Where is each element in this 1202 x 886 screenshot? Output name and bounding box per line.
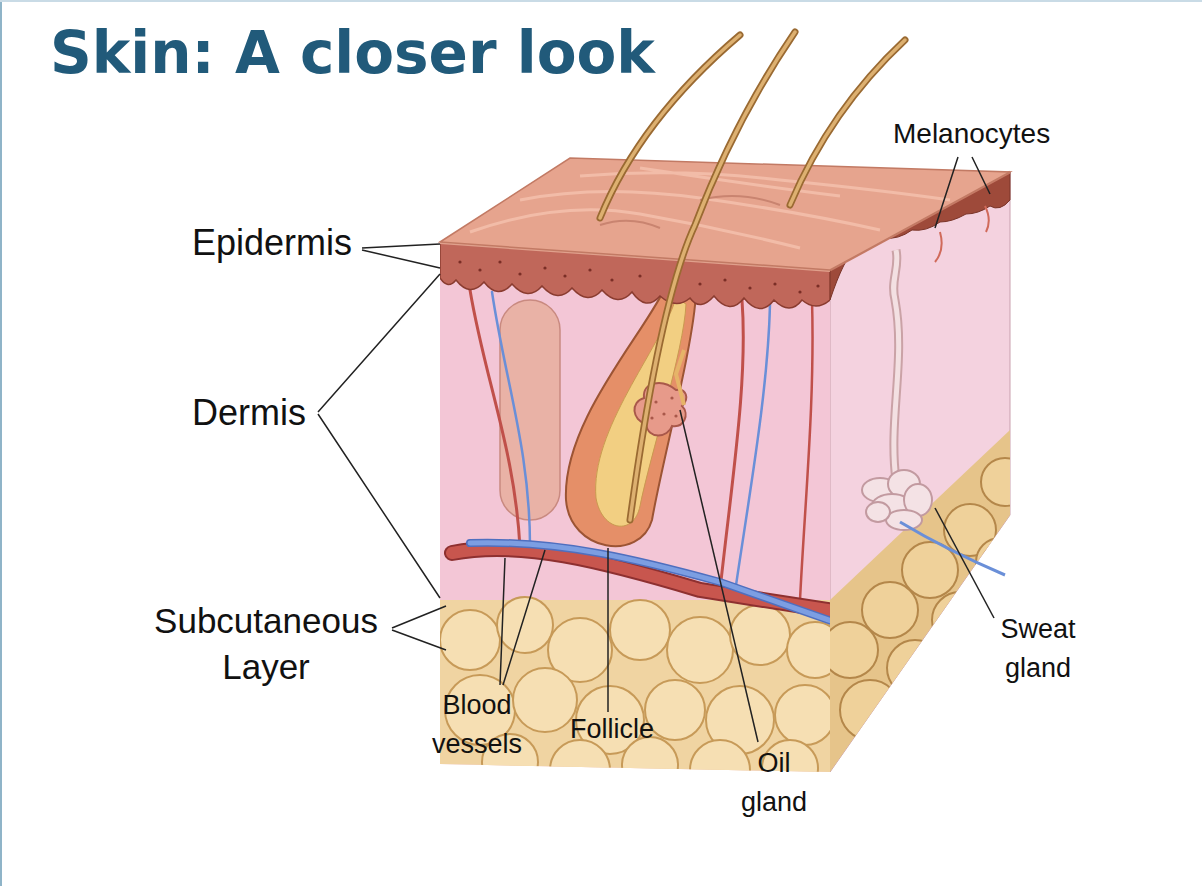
epidermis-front xyxy=(588,268,591,271)
epidermis-front xyxy=(816,284,819,287)
sweat-gland xyxy=(894,250,899,480)
part-label: Melanocytes xyxy=(893,118,1050,150)
epidermis-front xyxy=(748,286,751,289)
skin-right-face xyxy=(932,592,988,648)
hairs xyxy=(790,40,905,205)
skin-surface xyxy=(600,196,780,228)
epidermis-front xyxy=(773,282,776,285)
layer-label: Epidermis xyxy=(192,222,352,263)
leader-lines xyxy=(607,548,609,712)
oil-gland xyxy=(662,412,665,415)
blood-vessels xyxy=(452,543,840,624)
fat-lobules xyxy=(667,617,733,683)
epidermis-front xyxy=(798,290,801,293)
oil-gland xyxy=(650,396,677,419)
part-label: Oil gland xyxy=(732,744,816,822)
part-label: Follicle xyxy=(570,714,654,745)
leader-lines xyxy=(318,274,440,598)
epidermis-front xyxy=(698,282,701,285)
leader-lines xyxy=(935,157,990,228)
part-label: Blood vessels xyxy=(425,686,529,764)
pale-gland xyxy=(500,300,560,520)
oil-gland xyxy=(654,400,657,403)
oil-gland xyxy=(670,396,673,399)
fat-lobules xyxy=(497,597,553,653)
hairs xyxy=(790,40,905,205)
diagram-title: Skin: A closer look xyxy=(50,20,655,87)
fat-lobules xyxy=(440,610,500,670)
blood-vessel-branches xyxy=(800,300,813,600)
epidermis-front xyxy=(543,266,546,269)
leader-lines xyxy=(500,550,545,685)
sweat-gland xyxy=(886,510,922,530)
part-label: Sweat gland xyxy=(986,610,1090,688)
leader-lines xyxy=(362,244,440,268)
fat-lobules xyxy=(730,605,790,665)
skin-right-face xyxy=(887,640,943,696)
oil-gland xyxy=(674,414,677,417)
page-border xyxy=(0,0,2,886)
sweat-gland xyxy=(862,470,932,530)
leader-lines xyxy=(392,606,446,650)
fat-lobules xyxy=(550,740,610,800)
layer-label: Dermis xyxy=(192,392,306,433)
fat-lobules xyxy=(775,685,835,745)
blood-vessel-branches xyxy=(492,292,530,546)
hairs xyxy=(630,32,795,520)
skin-surface xyxy=(440,158,1010,270)
skin-right-face xyxy=(935,206,989,262)
skin-right-face xyxy=(944,504,996,556)
sweat-gland xyxy=(866,502,890,522)
hair-follicle xyxy=(596,298,686,526)
leader-lines xyxy=(318,157,994,742)
blood-vessel-branches xyxy=(470,290,520,548)
skin-right-face xyxy=(902,690,958,746)
fat-lobules xyxy=(610,600,670,660)
skin-right-face xyxy=(840,680,900,740)
layer-label: Subcutaneous Layer xyxy=(136,598,396,689)
sweat-gland xyxy=(900,522,1005,575)
page-border xyxy=(0,0,1202,2)
oil-gland xyxy=(650,416,653,419)
epidermis-front xyxy=(723,278,726,281)
epidermis-front xyxy=(563,274,566,277)
hairs xyxy=(630,32,795,520)
sweat-gland xyxy=(894,250,899,480)
oil-gland xyxy=(676,350,684,405)
skin-right-face xyxy=(981,458,1029,506)
fat-lobules xyxy=(787,622,843,678)
fat-lobules xyxy=(622,737,678,793)
epidermis-front xyxy=(638,274,641,277)
skin-right-face xyxy=(976,538,1024,586)
epidermis-front xyxy=(518,272,521,275)
sweat-gland xyxy=(862,250,1005,575)
leader-lines xyxy=(680,410,758,742)
leader-lines xyxy=(935,508,994,618)
hairs xyxy=(600,32,905,520)
blood-vessel-branches xyxy=(735,304,770,592)
skin-right-face xyxy=(822,172,1029,780)
epidermis-front xyxy=(478,268,481,271)
skin-right-face xyxy=(822,420,1029,780)
skin-right-face xyxy=(854,726,906,778)
skin-surface xyxy=(440,158,1010,270)
epidermis-front xyxy=(458,260,461,263)
epidermis-front xyxy=(498,260,501,263)
fat-lobules xyxy=(513,668,577,732)
blood-vessel-branches xyxy=(720,300,743,590)
epidermis-front xyxy=(610,278,613,281)
